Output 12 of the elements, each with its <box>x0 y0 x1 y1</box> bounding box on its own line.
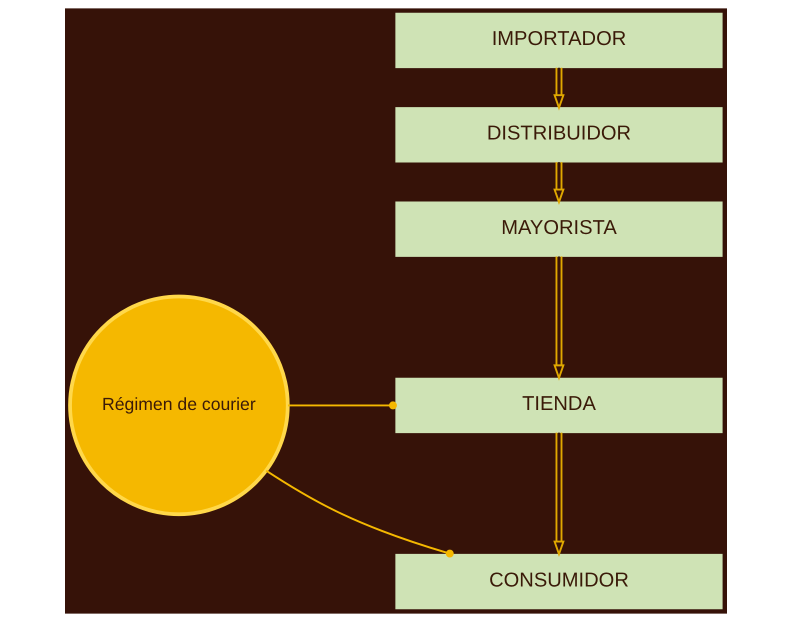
node-box: CONSUMIDOR <box>395 554 723 610</box>
connector <box>288 401 397 410</box>
connector <box>266 470 454 558</box>
node-box: TIENDA <box>395 378 723 434</box>
node-box: IMPORTADOR <box>395 12 723 68</box>
arrow <box>553 68 565 111</box>
node-circle: Régimen de courier <box>68 294 290 516</box>
arrow <box>553 162 565 205</box>
node-box: MAYORISTA <box>395 202 723 257</box>
arrow <box>553 432 565 558</box>
node-box: DISTRIBUIDOR <box>395 107 723 162</box>
arrow <box>553 256 565 381</box>
